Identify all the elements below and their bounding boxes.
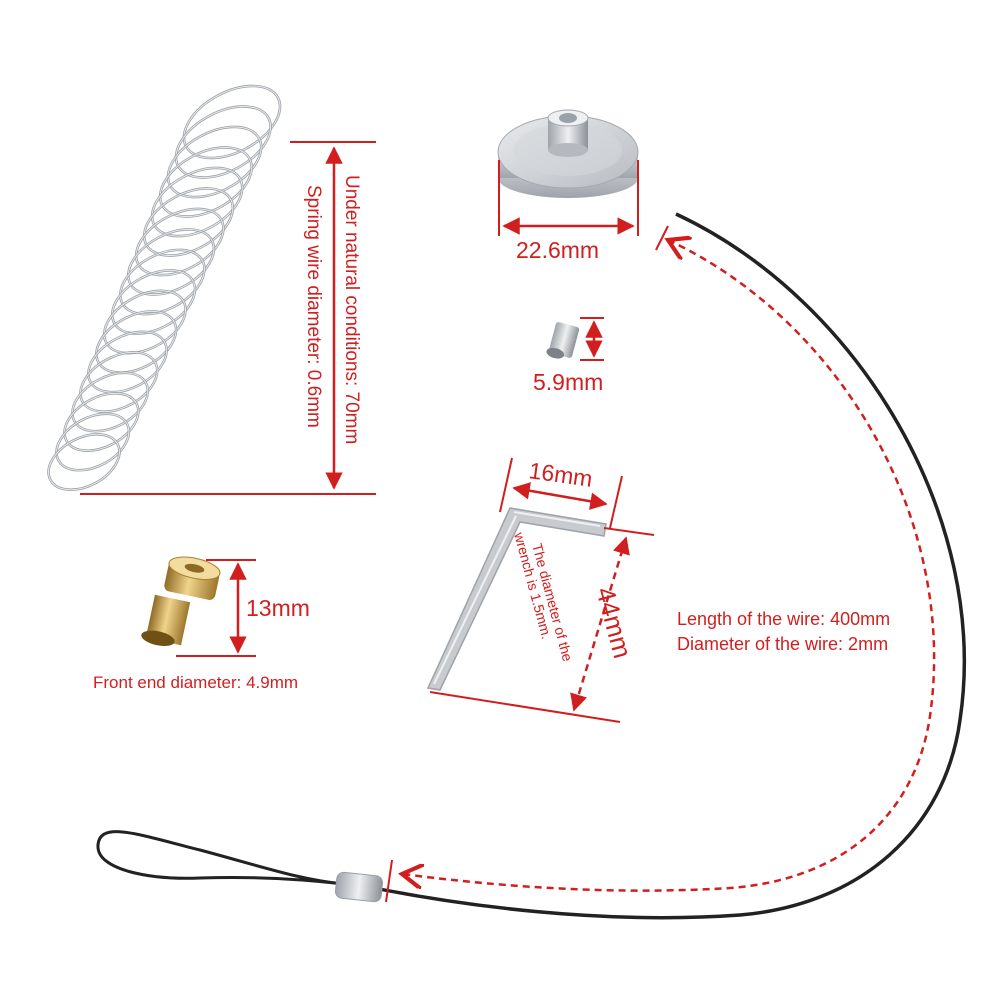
nozzle-dimension — [176, 559, 256, 657]
sleeve-length-label: 5.9mm — [533, 369, 603, 395]
brass-nozzle — [141, 556, 221, 647]
spring-coil-highlight — [79, 351, 158, 413]
spring-coil-highlight — [103, 290, 187, 354]
wire-length-label: Length of the wire: 400mm — [677, 609, 890, 629]
spring-coil-highlight — [95, 310, 177, 374]
magnet-disc — [497, 109, 639, 198]
spring-coil — [63, 392, 140, 452]
disc-dimension — [498, 160, 639, 236]
spring-coil-highlight — [56, 413, 130, 471]
spring-coil-highlight — [111, 269, 196, 335]
spring-coil — [55, 412, 131, 472]
spring-coil — [71, 371, 150, 433]
disc-diameter-label: 22.6mm — [516, 237, 599, 263]
wrench-short-label: 16mm — [527, 457, 594, 492]
wire-diameter-label: Diameter of the wire: 2mm — [677, 634, 888, 654]
wrench-long-label: 44mm — [590, 584, 638, 662]
spring-dimension — [80, 141, 376, 495]
spring-coil — [127, 228, 216, 296]
spring-coil-highlight — [64, 392, 139, 452]
nozzle-height-label: 13mm — [246, 595, 310, 621]
spring-coil-highlight — [48, 433, 120, 491]
spring-coil-highlight — [119, 249, 205, 315]
spring-length-label: Under natural conditions: 70mm — [341, 175, 362, 444]
spring-coil — [47, 432, 121, 492]
steel-wire — [96, 212, 966, 920]
wire-dimension — [385, 225, 936, 903]
spring — [47, 84, 282, 492]
crimp-sleeve — [546, 322, 580, 359]
nozzle-front-label: Front end diameter: 4.9mm — [93, 673, 298, 692]
spring-wire-label: Spring wire diameter: 0.6mm — [303, 185, 324, 428]
spring-coil-highlight — [87, 331, 168, 393]
spring-coil-highlight — [71, 372, 149, 432]
sleeve-dimension — [580, 317, 604, 361]
spring-coil — [95, 310, 178, 374]
